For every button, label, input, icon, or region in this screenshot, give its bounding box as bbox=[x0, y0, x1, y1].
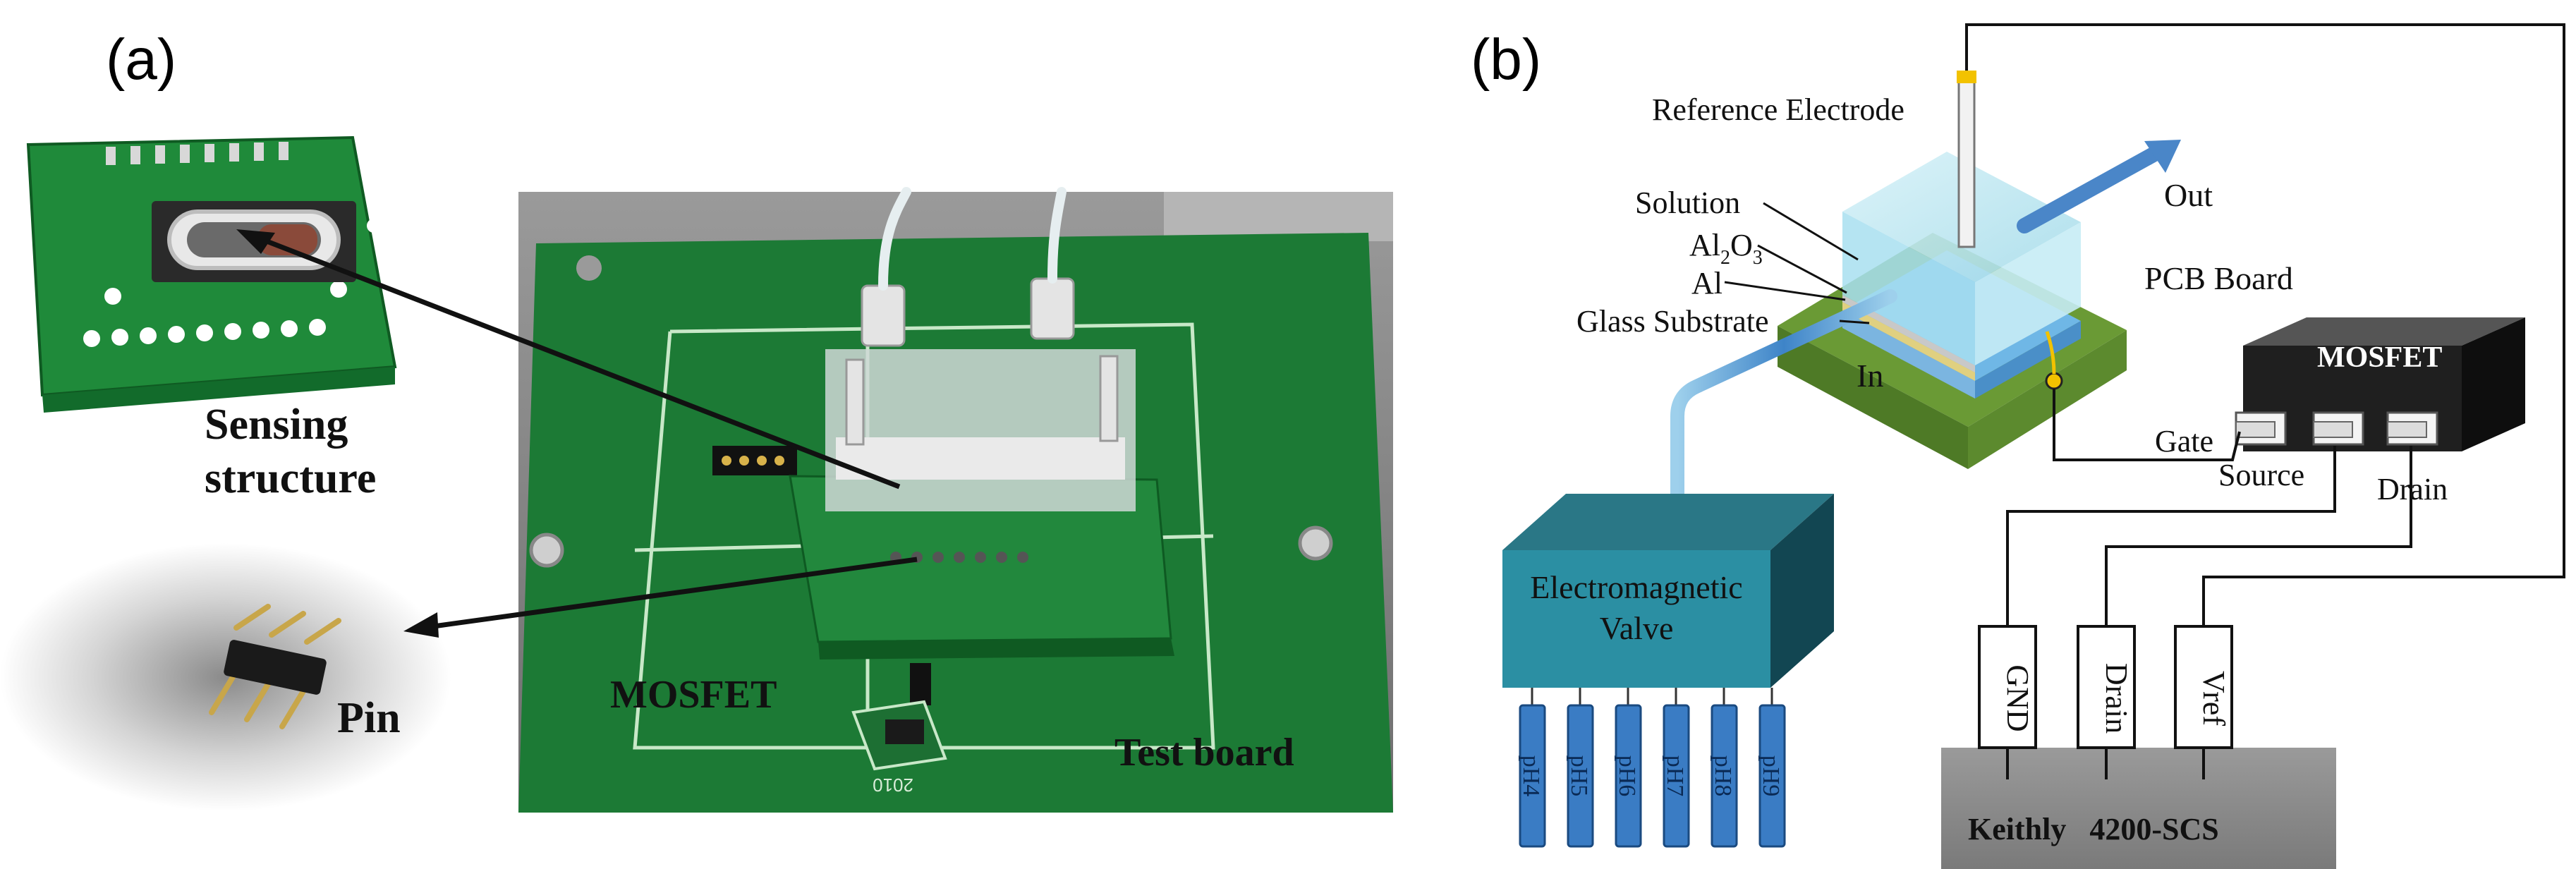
ph-tube-label-ph9: pH9 bbox=[1758, 755, 1784, 797]
stack-leaders bbox=[1724, 202, 1870, 324]
tube-in bbox=[1670, 289, 1897, 501]
ph-tube-ph5 bbox=[1567, 688, 1594, 848]
keithley-instrument bbox=[1941, 625, 2336, 869]
al2o3-label: Al2O3 bbox=[1689, 228, 1763, 269]
ph-tube-label-ph6: pH6 bbox=[1614, 755, 1640, 797]
in-label: In bbox=[1857, 358, 1883, 394]
ph-tube-label-ph7: pH7 bbox=[1662, 755, 1688, 797]
mosfet-block-label: MOSFET bbox=[2317, 341, 2442, 374]
ph-tube-ph8 bbox=[1711, 688, 1738, 848]
test-board-label: Test board bbox=[1114, 731, 1294, 774]
panel-a: (a) Sensing structur bbox=[0, 28, 1393, 813]
solution-label: Solution bbox=[1635, 186, 1740, 220]
panel-b: (b) bbox=[1471, 23, 2565, 869]
input-drain-label: Drain bbox=[2099, 663, 2134, 734]
wire-vref bbox=[1965, 23, 2565, 626]
sensing-structure-photo bbox=[26, 135, 397, 413]
mosfet-block bbox=[2235, 317, 2525, 451]
pin-label: Pin bbox=[337, 694, 401, 742]
sensing-structure-label-line1: Sensing bbox=[205, 401, 348, 449]
glass-substrate-label: Glass Substrate bbox=[1576, 304, 1769, 339]
gate-label: Gate bbox=[2155, 424, 2213, 458]
pin-photo bbox=[0, 543, 451, 811]
ph-tube-ph7 bbox=[1663, 688, 1690, 848]
valve-label-line2: Valve bbox=[1600, 610, 1674, 646]
pcb-board-label: PCB Board bbox=[2144, 260, 2293, 296]
valve-label-line1: Electromagnetic bbox=[1530, 569, 1742, 605]
svg-text:2010: 2010 bbox=[873, 774, 913, 796]
keithley-label: Keithly 4200-SCS bbox=[1968, 812, 2219, 846]
input-vref-label: Vref bbox=[2197, 671, 2231, 726]
mosfet-wires bbox=[2006, 389, 2412, 626]
ph-tube-label-ph4: pH4 bbox=[1518, 755, 1544, 797]
arrow-sensing-to-board bbox=[236, 229, 901, 490]
ph-tube-label-ph5: pH5 bbox=[1566, 755, 1592, 797]
out-label: Out bbox=[2164, 177, 2213, 213]
drain-label: Drain bbox=[2377, 472, 2448, 506]
tube-out bbox=[2017, 144, 2166, 233]
sensing-structure-label-line2: structure bbox=[205, 454, 376, 502]
reference-electrode bbox=[1957, 71, 1976, 248]
test-board-photo: 2010 bbox=[518, 187, 1393, 813]
ph-tube-ph6 bbox=[1615, 688, 1642, 848]
ph-tube-label-ph8: pH8 bbox=[1710, 755, 1736, 797]
panel-b-label: (b) bbox=[1471, 28, 1541, 92]
panel-a-label: (a) bbox=[106, 28, 176, 92]
ph-tubes bbox=[1519, 688, 1786, 848]
mosfet-pins bbox=[2235, 411, 2438, 446]
source-label: Source bbox=[2218, 458, 2304, 492]
electromagnetic-valve bbox=[1502, 494, 1834, 688]
al-label: Al bbox=[1691, 266, 1723, 300]
reference-electrode-label: Reference Electrode bbox=[1652, 92, 1904, 127]
arrow-pin-to-board bbox=[403, 557, 918, 638]
ph-tube-ph9 bbox=[1758, 688, 1786, 848]
ph-tube-ph4 bbox=[1519, 688, 1546, 848]
input-gnd-label: GND bbox=[2000, 664, 2035, 731]
mosfet-photo-label: MOSFET bbox=[610, 673, 777, 717]
